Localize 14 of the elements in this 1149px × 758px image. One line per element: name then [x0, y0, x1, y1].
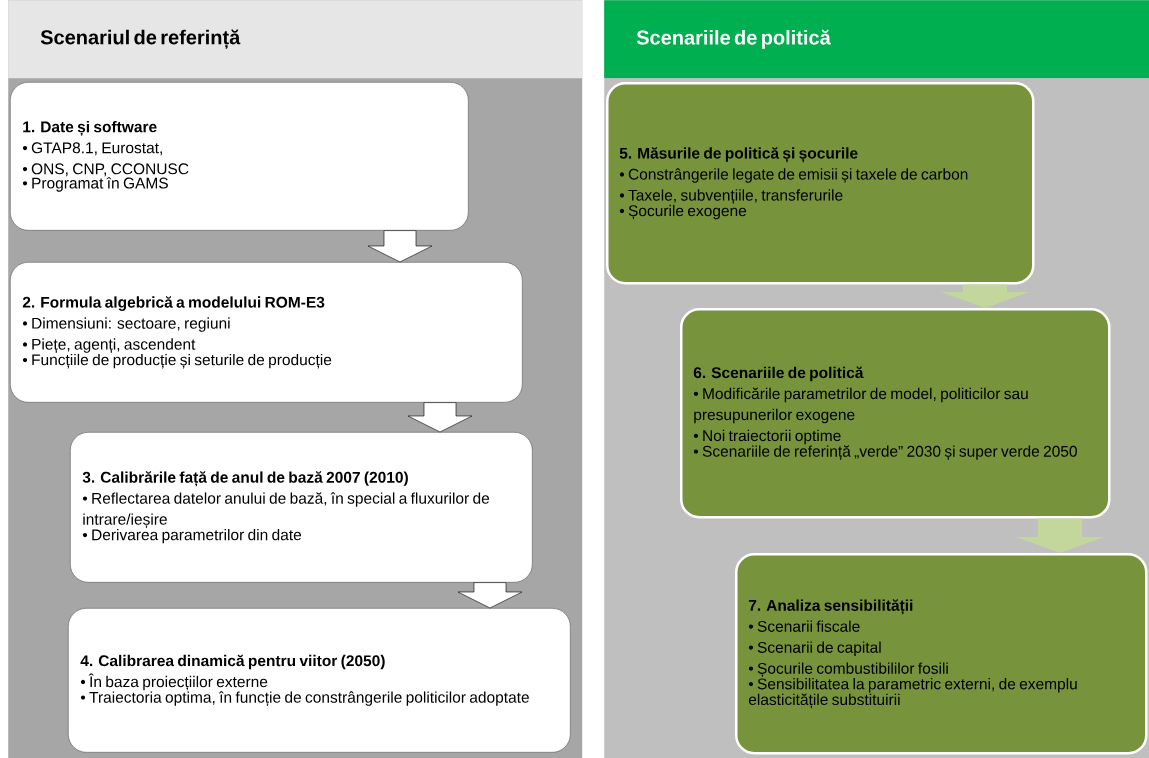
block-arrow	[1016, 518, 1104, 553]
process-box: 6. Scenariile de politică • Modificările parametrilor de model, politicilor sau presupunerilor exogene • Noi traiectorii optime • Scenariile de referință „verde” 2030 și super verde 2050	[680, 308, 1111, 519]
process-box: 4. Calibrarea dinamică pentru viitor (2050) • În baza proiecțiilor externe • Traiectoria optima, în funcție de constrângerile politicilor adoptate	[68, 608, 571, 753]
block-arrow	[941, 284, 1029, 308]
panel-header: Scenariile de politică	[604, 0, 1149, 79]
process-box: 2. Formula algebrică a modelului ROM-E3 • Dimensiuni: sectoare, regiuni • Piețe, agenți, ascendent • Funcțiile de producție și seturile de producție	[10, 262, 523, 403]
process-box: 7. Analiza sensibilității • Scenarii fiscale • Scenarii de capital • Șocurile combustibililor fosili • Sensibilitatea la parametric externi, de exemplu elasticitățile substituirii	[735, 553, 1148, 755]
process-box: 5. Măsurile de politică și șocurile • Constrângerile legate de emisii și taxele de carbon • Taxele, subvențiile, transferurile • Șocurile exogene	[606, 82, 1035, 285]
panel-header: Scenariul de referință	[8, 0, 583, 79]
process-box: 3. Calibrările față de anul de bază 2007 (2010) • Reflectarea datelor anului de bază, în special a fluxurilor de intrare/ieșire • Derivarea parametrilor din date	[70, 432, 533, 583]
block-arrow	[407, 402, 473, 433]
block-arrow	[457, 582, 523, 609]
process-box: 1. Date și software • GTAP8.1, Eurostat, • ONS, CNP, CCONUSC • Programat în GAMS	[10, 82, 469, 231]
block-arrow	[367, 230, 433, 263]
